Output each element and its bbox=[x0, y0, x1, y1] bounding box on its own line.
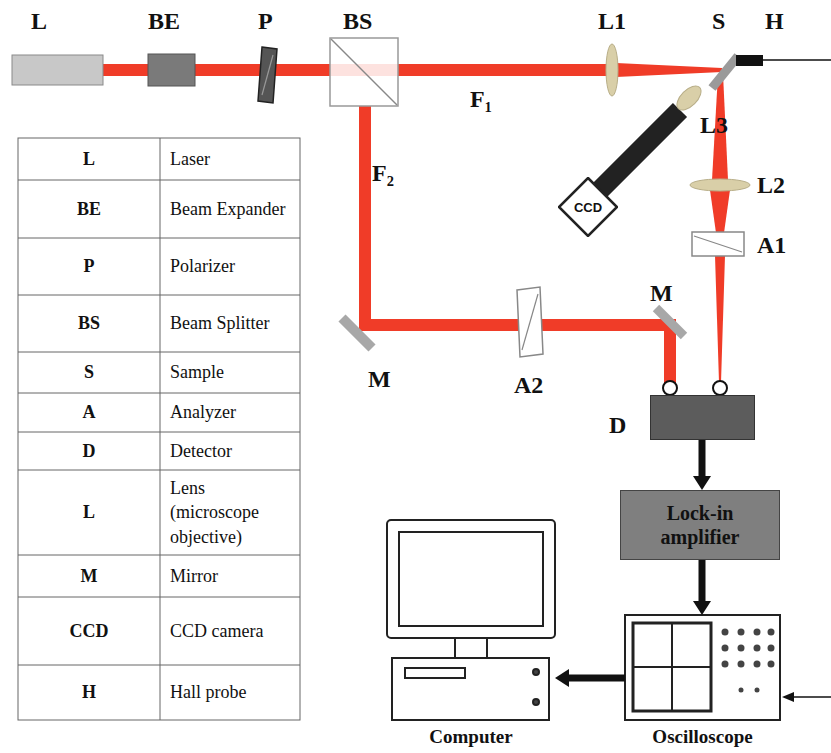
table-cell: Beam Expander bbox=[170, 180, 296, 238]
process-box: Lock-in amplifier bbox=[620, 490, 780, 560]
node-text: CCD bbox=[574, 200, 602, 215]
arrow-head bbox=[555, 669, 569, 687]
table-key: CCD bbox=[19, 597, 159, 665]
ccd-tube bbox=[600, 110, 680, 190]
arrow-line bbox=[567, 675, 625, 682]
oscilloscope-symbol bbox=[625, 615, 780, 720]
signal-arrow bbox=[693, 440, 711, 490]
laser-symbol bbox=[12, 55, 103, 85]
table-key: A bbox=[19, 393, 159, 432]
arrow-line bbox=[699, 440, 706, 478]
table-key: D bbox=[19, 432, 159, 470]
table-cell: Mirror bbox=[170, 555, 296, 597]
table-cell: Laser bbox=[170, 138, 296, 180]
laser-beam bbox=[616, 63, 722, 77]
lens-symbol bbox=[606, 44, 618, 96]
arrow-line bbox=[699, 560, 706, 603]
part-label: L2 bbox=[757, 172, 785, 198]
beam-label: F₁ bbox=[470, 86, 492, 112]
legend-table bbox=[18, 138, 300, 720]
probe-wire bbox=[763, 59, 831, 61]
table-cell: Polarizer bbox=[170, 238, 296, 295]
beam-expander-symbol bbox=[148, 54, 195, 86]
part-label: P bbox=[258, 8, 273, 34]
part-label: M bbox=[650, 280, 673, 306]
arrow-head bbox=[782, 692, 794, 702]
beam-label: F₂ bbox=[372, 160, 394, 186]
table-cell: Hall probe bbox=[170, 665, 296, 720]
table-key: L bbox=[19, 470, 159, 555]
part-label: L bbox=[31, 8, 47, 34]
analyzer-symbol bbox=[692, 232, 744, 256]
signal-arrow bbox=[693, 560, 711, 615]
table-cell: Lens (microscope objective) bbox=[170, 470, 296, 555]
computer: Computer bbox=[387, 520, 555, 720]
table-key: H bbox=[19, 665, 159, 720]
beam-splitter-symbol bbox=[330, 38, 398, 106]
detector-input bbox=[663, 381, 677, 395]
laser-beam bbox=[715, 256, 725, 382]
table-key: L bbox=[19, 138, 159, 180]
laser-beam bbox=[710, 190, 730, 233]
arrow-head bbox=[693, 476, 711, 490]
part-label: S bbox=[712, 8, 725, 34]
table-key: P bbox=[19, 238, 159, 295]
node-text: Lock-in amplifier bbox=[631, 501, 769, 549]
table-cell: Beam Splitter bbox=[170, 295, 296, 352]
probe-wire bbox=[792, 696, 831, 698]
lens-symbol bbox=[673, 82, 706, 115]
table-cell: Sample bbox=[170, 352, 296, 393]
table-cell: CCD camera bbox=[170, 597, 296, 665]
node-text: D bbox=[609, 412, 626, 439]
part-label: M bbox=[368, 366, 391, 392]
detector-box: D bbox=[650, 395, 755, 440]
part-label: L1 bbox=[598, 8, 626, 34]
computer-symbol bbox=[387, 520, 555, 720]
table-key: M bbox=[19, 555, 159, 597]
hall-probe-symbol bbox=[736, 55, 763, 66]
table-key: BS bbox=[19, 295, 159, 352]
polarizer-symbol bbox=[258, 47, 277, 103]
laser-beam bbox=[365, 106, 670, 384]
node-text: Oscilloscope bbox=[652, 726, 752, 748]
signal-arrow bbox=[555, 669, 625, 687]
part-label: L3 bbox=[700, 112, 728, 138]
table-key: BE bbox=[19, 180, 159, 238]
lens-symbol bbox=[690, 179, 750, 191]
table-cell: Analyzer bbox=[170, 393, 296, 432]
sample-symbol bbox=[712, 56, 738, 88]
part-label: A2 bbox=[514, 372, 543, 398]
part-label: H bbox=[765, 8, 784, 34]
analyzer-symbol bbox=[517, 287, 543, 357]
part-label: BS bbox=[343, 8, 372, 34]
part-label: BE bbox=[148, 8, 180, 34]
detector-input bbox=[713, 381, 727, 395]
mirror-symbol bbox=[342, 318, 372, 348]
mirror-symbol bbox=[656, 308, 684, 336]
camera-diamond: CCD bbox=[558, 177, 618, 237]
node-text: Computer bbox=[429, 726, 512, 748]
table-key: S bbox=[19, 352, 159, 393]
table-cell: Detector bbox=[170, 432, 296, 470]
oscilloscope: Oscilloscope bbox=[625, 615, 780, 720]
arrow-head bbox=[693, 601, 711, 615]
part-label: A1 bbox=[757, 232, 786, 258]
